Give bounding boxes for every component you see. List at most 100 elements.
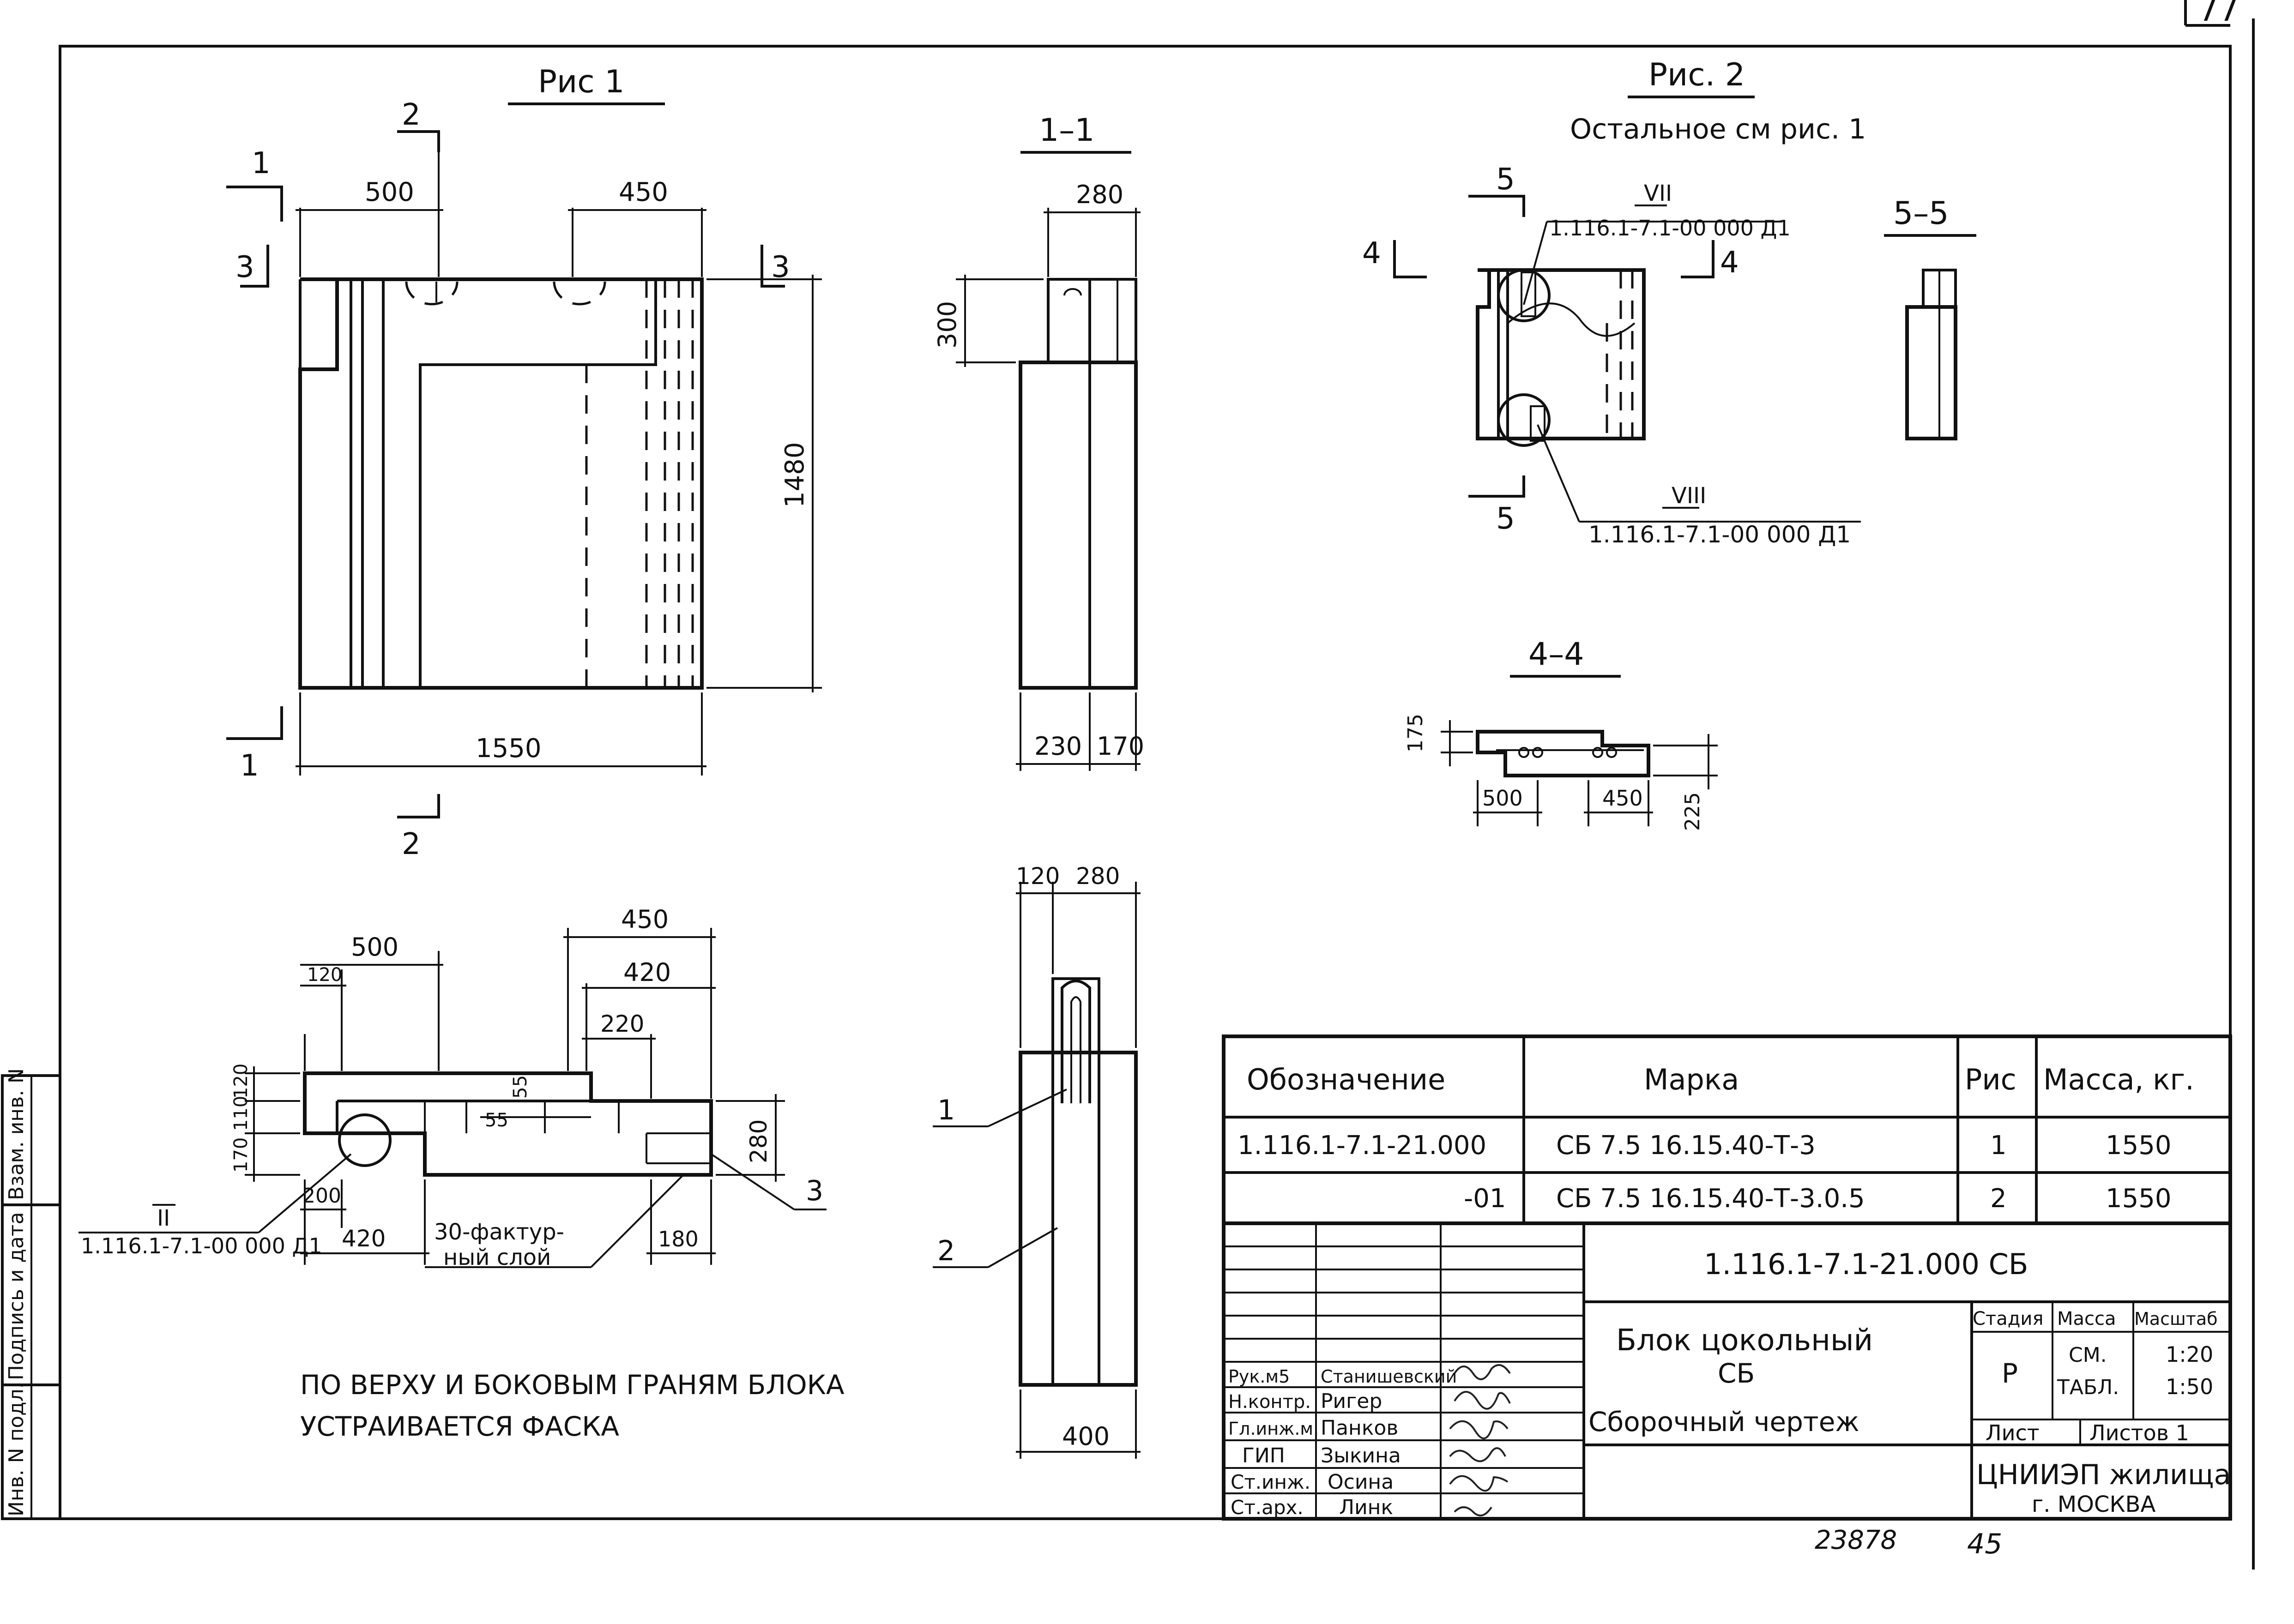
staff-role-2: Н.контр. bbox=[1228, 1391, 1311, 1413]
fig1-section-1-bottom: 1 bbox=[240, 749, 259, 783]
fig1-dim-500: 500 bbox=[365, 177, 414, 207]
spec-header-designation: Обозначение bbox=[1247, 1063, 1445, 1096]
plan-dim-500: 500 bbox=[351, 932, 398, 962]
spec-row1-designation: 1.116.1-7.1-21.000 bbox=[1238, 1131, 1486, 1161]
margin-field-signature: Подпись и дата bbox=[5, 1212, 28, 1380]
margin-field-inv: Инв. N подл. bbox=[5, 1382, 28, 1516]
plan-facture-label-2: ный слой bbox=[443, 1245, 551, 1270]
spec-table: Обозначение Марка Рис Масса, кг. 1.116.1… bbox=[1222, 1035, 2232, 1225]
plan-dim-420-bottom: 420 bbox=[342, 1225, 386, 1252]
title-line-3: Сборочный чертеж bbox=[1588, 1406, 1859, 1438]
title-line-1: Блок цокольный bbox=[1616, 1323, 1873, 1358]
signature-2 bbox=[1454, 1391, 1511, 1410]
fig2-mark-4-left: 4 bbox=[1362, 236, 1381, 271]
sheets-label: Листов 1 bbox=[2089, 1420, 2189, 1445]
spec-header-mass: Масса, кг. bbox=[2043, 1063, 2194, 1096]
plan-dim-110: 110 bbox=[230, 1096, 252, 1131]
spec-row2-mass: 1550 bbox=[2106, 1184, 2172, 1214]
spec-row2-mark: СБ 7.5 16.15.40-Т-3.0.5 bbox=[1556, 1184, 1865, 1214]
plan-callout-3: 3 bbox=[806, 1175, 823, 1207]
spec-row1-fig: 1 bbox=[1990, 1131, 2007, 1161]
staff-name-4: Зыкина bbox=[1321, 1444, 1401, 1468]
spec-header-fig: Рис bbox=[1965, 1063, 2016, 1096]
staff-role-4: ГИП bbox=[1242, 1444, 1285, 1468]
side-view-dim-280: 280 bbox=[1076, 863, 1120, 890]
plan-facture-label-1: 30-фактур- bbox=[434, 1219, 564, 1245]
section-1-1-dim-300: 300 bbox=[933, 301, 962, 349]
left-margin-stamp: Инв. N подл. Подпись и дата Взам. инв. N bbox=[1, 1068, 61, 1520]
sheet-label: Лист bbox=[1986, 1420, 2040, 1445]
plan-dim-180: 180 bbox=[658, 1227, 699, 1251]
signature-1 bbox=[1454, 1364, 1511, 1380]
side-view-dim-400: 400 bbox=[1062, 1422, 1110, 1451]
plan-dim-200: 200 bbox=[302, 1184, 341, 1208]
section-4-4-dim-175: 175 bbox=[1404, 714, 1427, 752]
staff-name-5: Осина bbox=[1328, 1470, 1394, 1494]
plan-dim-450: 450 bbox=[621, 905, 669, 934]
section-1-1-dim-230: 230 bbox=[1034, 732, 1082, 761]
fig1-view: Рис 1 500 450 1480 1550 1 bbox=[226, 64, 822, 861]
fig2-subtitle: Остальное см рис. 1 bbox=[1570, 113, 1866, 145]
staff-role-5: Ст.инж. bbox=[1231, 1471, 1310, 1493]
plan-callout-ii-ref: 1.116.1-7.1-00 000 Д1 bbox=[81, 1233, 322, 1258]
signature-3 bbox=[1449, 1420, 1509, 1439]
plan-dim-280: 280 bbox=[745, 1119, 772, 1163]
plan-dim-220: 220 bbox=[600, 1010, 644, 1037]
staff-name-6: Линк bbox=[1339, 1496, 1393, 1519]
fig2-callout-viii: VIII bbox=[1672, 483, 1706, 509]
scale-value-1: 1:20 bbox=[2166, 1342, 2213, 1367]
staff-name-1: Станишевский bbox=[1321, 1366, 1457, 1387]
fig1-section-2-top: 2 bbox=[402, 98, 421, 132]
fig2-callout-viii-ref: 1.116.1-7.1-00 000 Д1 bbox=[1588, 521, 1851, 548]
section-1-1-dim-170: 170 bbox=[1097, 732, 1144, 761]
section-4-4-dim-225: 225 bbox=[1681, 792, 1704, 831]
side-view: 120 280 400 1 2 bbox=[933, 863, 1141, 1459]
scale-header: Масштаб bbox=[2134, 1309, 2218, 1329]
scale-value-2: 1:50 bbox=[2166, 1374, 2213, 1399]
side-view-callout-1: 1 bbox=[937, 1094, 955, 1126]
margin-field-replace: Взам. инв. N bbox=[5, 1068, 28, 1200]
fig2-mark-5-top: 5 bbox=[1496, 162, 1515, 197]
plan-dim-55-a: 55 bbox=[510, 1075, 531, 1099]
staff-name-2: Ригер bbox=[1321, 1389, 1382, 1413]
title-block: Рук.м5 Станишевский Н.контр. Ригер Гл.ин… bbox=[1222, 1221, 2232, 1521]
stage-value: Р bbox=[2002, 1358, 2018, 1389]
fig1-dim-1480: 1480 bbox=[780, 442, 810, 508]
fig2-mark-4-right: 4 bbox=[1720, 246, 1739, 280]
fig1-dim-450: 450 bbox=[619, 177, 668, 207]
org-line-2: г. МОСКВА bbox=[2032, 1492, 2155, 1517]
fig1-section-1-top: 1 bbox=[252, 146, 271, 180]
plan-dim-170: 170 bbox=[230, 1137, 252, 1173]
fig1-section-3-left: 3 bbox=[235, 250, 254, 284]
fig1-section-3-right: 3 bbox=[771, 250, 790, 284]
staff-role-6: Ст.арх. bbox=[1231, 1496, 1304, 1519]
fig2-callout-vii-ref: 1.116.1-7.1-00 000 Д1 bbox=[1549, 216, 1791, 241]
note-block: ПО ВЕРХУ И БОКОВЫМ ГРАНЯМ БЛОКА УСТРАИВА… bbox=[300, 1369, 845, 1442]
note-line-2: УСТРАИВАЕТСЯ ФАСКА bbox=[300, 1411, 619, 1442]
section-1-1-view: 1–1 280 300 230 170 bbox=[933, 112, 1144, 771]
org-line-1: ЦНИИЭП жилища bbox=[1976, 1459, 2231, 1491]
spec-row2-fig: 2 bbox=[1990, 1184, 2007, 1214]
section-1-1-title: 1–1 bbox=[1039, 112, 1095, 149]
signature-4 bbox=[1449, 1447, 1506, 1462]
section-4-4-dim-450: 450 bbox=[1602, 786, 1643, 811]
section-4-4-dim-500: 500 bbox=[1482, 786, 1523, 811]
section-4-4-view: 4–4 175 225 500 450 bbox=[1404, 636, 1718, 831]
spec-header-mark: Марка bbox=[1644, 1063, 1739, 1096]
staff-name-3: Панков bbox=[1321, 1416, 1398, 1440]
spec-row1-mark: СБ 7.5 16.15.40-Т-3 bbox=[1556, 1131, 1816, 1161]
fig2-callout-vii: VII bbox=[1644, 180, 1672, 206]
plan-dim-420-top: 420 bbox=[623, 958, 671, 987]
signature-5 bbox=[1449, 1475, 1509, 1492]
side-view-dim-120: 120 bbox=[1016, 863, 1060, 890]
drawing-frame: 77 bbox=[59, 0, 2255, 1570]
signature-6 bbox=[1454, 1506, 1492, 1516]
fig1-block-outline bbox=[298, 277, 704, 690]
spec-row2-designation: -01 bbox=[1464, 1184, 1506, 1214]
section-1-1-dim-280: 280 bbox=[1076, 180, 1123, 209]
inventory-number: 23878 bbox=[1815, 1525, 1897, 1555]
fig2-view: Рис. 2 Остальное см рис. 1 VII 1.116.1-7… bbox=[1362, 57, 1866, 548]
fig1-section-2-bottom: 2 bbox=[402, 827, 421, 861]
section-5-5-title: 5–5 bbox=[1893, 195, 1949, 232]
plan-dim-120-left: 120 bbox=[230, 1064, 252, 1099]
